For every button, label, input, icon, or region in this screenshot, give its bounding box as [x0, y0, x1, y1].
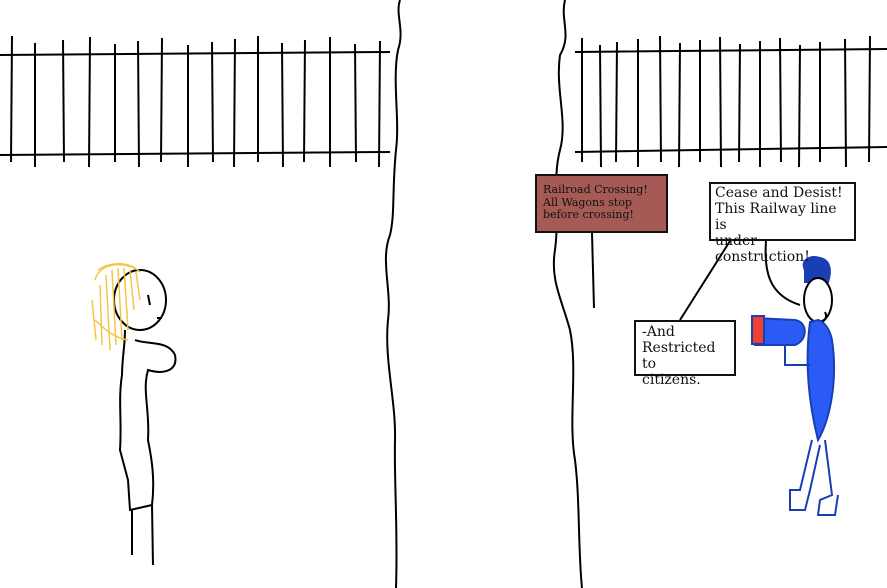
railway-tie — [738, 43, 741, 163]
railway-tie — [211, 41, 214, 163]
railroad-crossing-sign: Railroad Crossing! All Wagons stop befor… — [535, 174, 668, 233]
railway-tie — [678, 42, 681, 168]
railway-ties — [10, 35, 871, 168]
bubble-line: This Railway line is — [715, 201, 837, 234]
railway-tie — [88, 36, 91, 168]
railway-tie — [160, 37, 163, 163]
speech-bubble-restricted: -And Restricted to citizens. — [634, 320, 736, 388]
rail-top — [0, 48, 887, 56]
hair — [91, 263, 141, 351]
sign-post — [591, 232, 595, 309]
railway-tie — [659, 35, 662, 163]
railway-tie — [868, 35, 871, 163]
bubble-line: Cease and Desist! — [715, 185, 843, 201]
officer-character — [751, 256, 839, 516]
railway-tie — [779, 37, 782, 163]
rail-bottom — [0, 146, 887, 156]
sign-line: before crossing! — [543, 208, 634, 222]
railway-tie — [303, 39, 306, 163]
bubble-line: Restricted to — [642, 340, 716, 373]
crack-right — [552, 0, 583, 588]
speech-bubble-cease-desist: Cease and Desist! This Railway line is u… — [709, 182, 856, 265]
railway-track — [0, 35, 887, 168]
railway-tie — [137, 40, 140, 168]
railway-tie — [233, 38, 236, 168]
sign-line: All Wagons stop — [543, 195, 633, 209]
railway-tie — [844, 38, 847, 168]
railway-tie — [281, 42, 284, 168]
railway-tie — [599, 44, 602, 168]
railway-tie — [798, 44, 801, 168]
speech-tails — [679, 240, 801, 321]
railway-tie — [62, 39, 65, 163]
railway-tie — [615, 41, 618, 163]
cracks — [384, 0, 583, 588]
railway-tie — [354, 43, 357, 163]
bubble-line: -And — [642, 324, 675, 340]
girl-character — [91, 263, 177, 566]
railway-tie — [378, 40, 381, 168]
crack-left — [384, 0, 402, 588]
railway-tie — [719, 36, 722, 168]
bubble-line: citizens. — [642, 372, 701, 389]
bubble-line: under construction! — [715, 233, 810, 266]
sign-line: Railroad Crossing! — [543, 183, 648, 196]
railway-tie — [10, 35, 13, 163]
